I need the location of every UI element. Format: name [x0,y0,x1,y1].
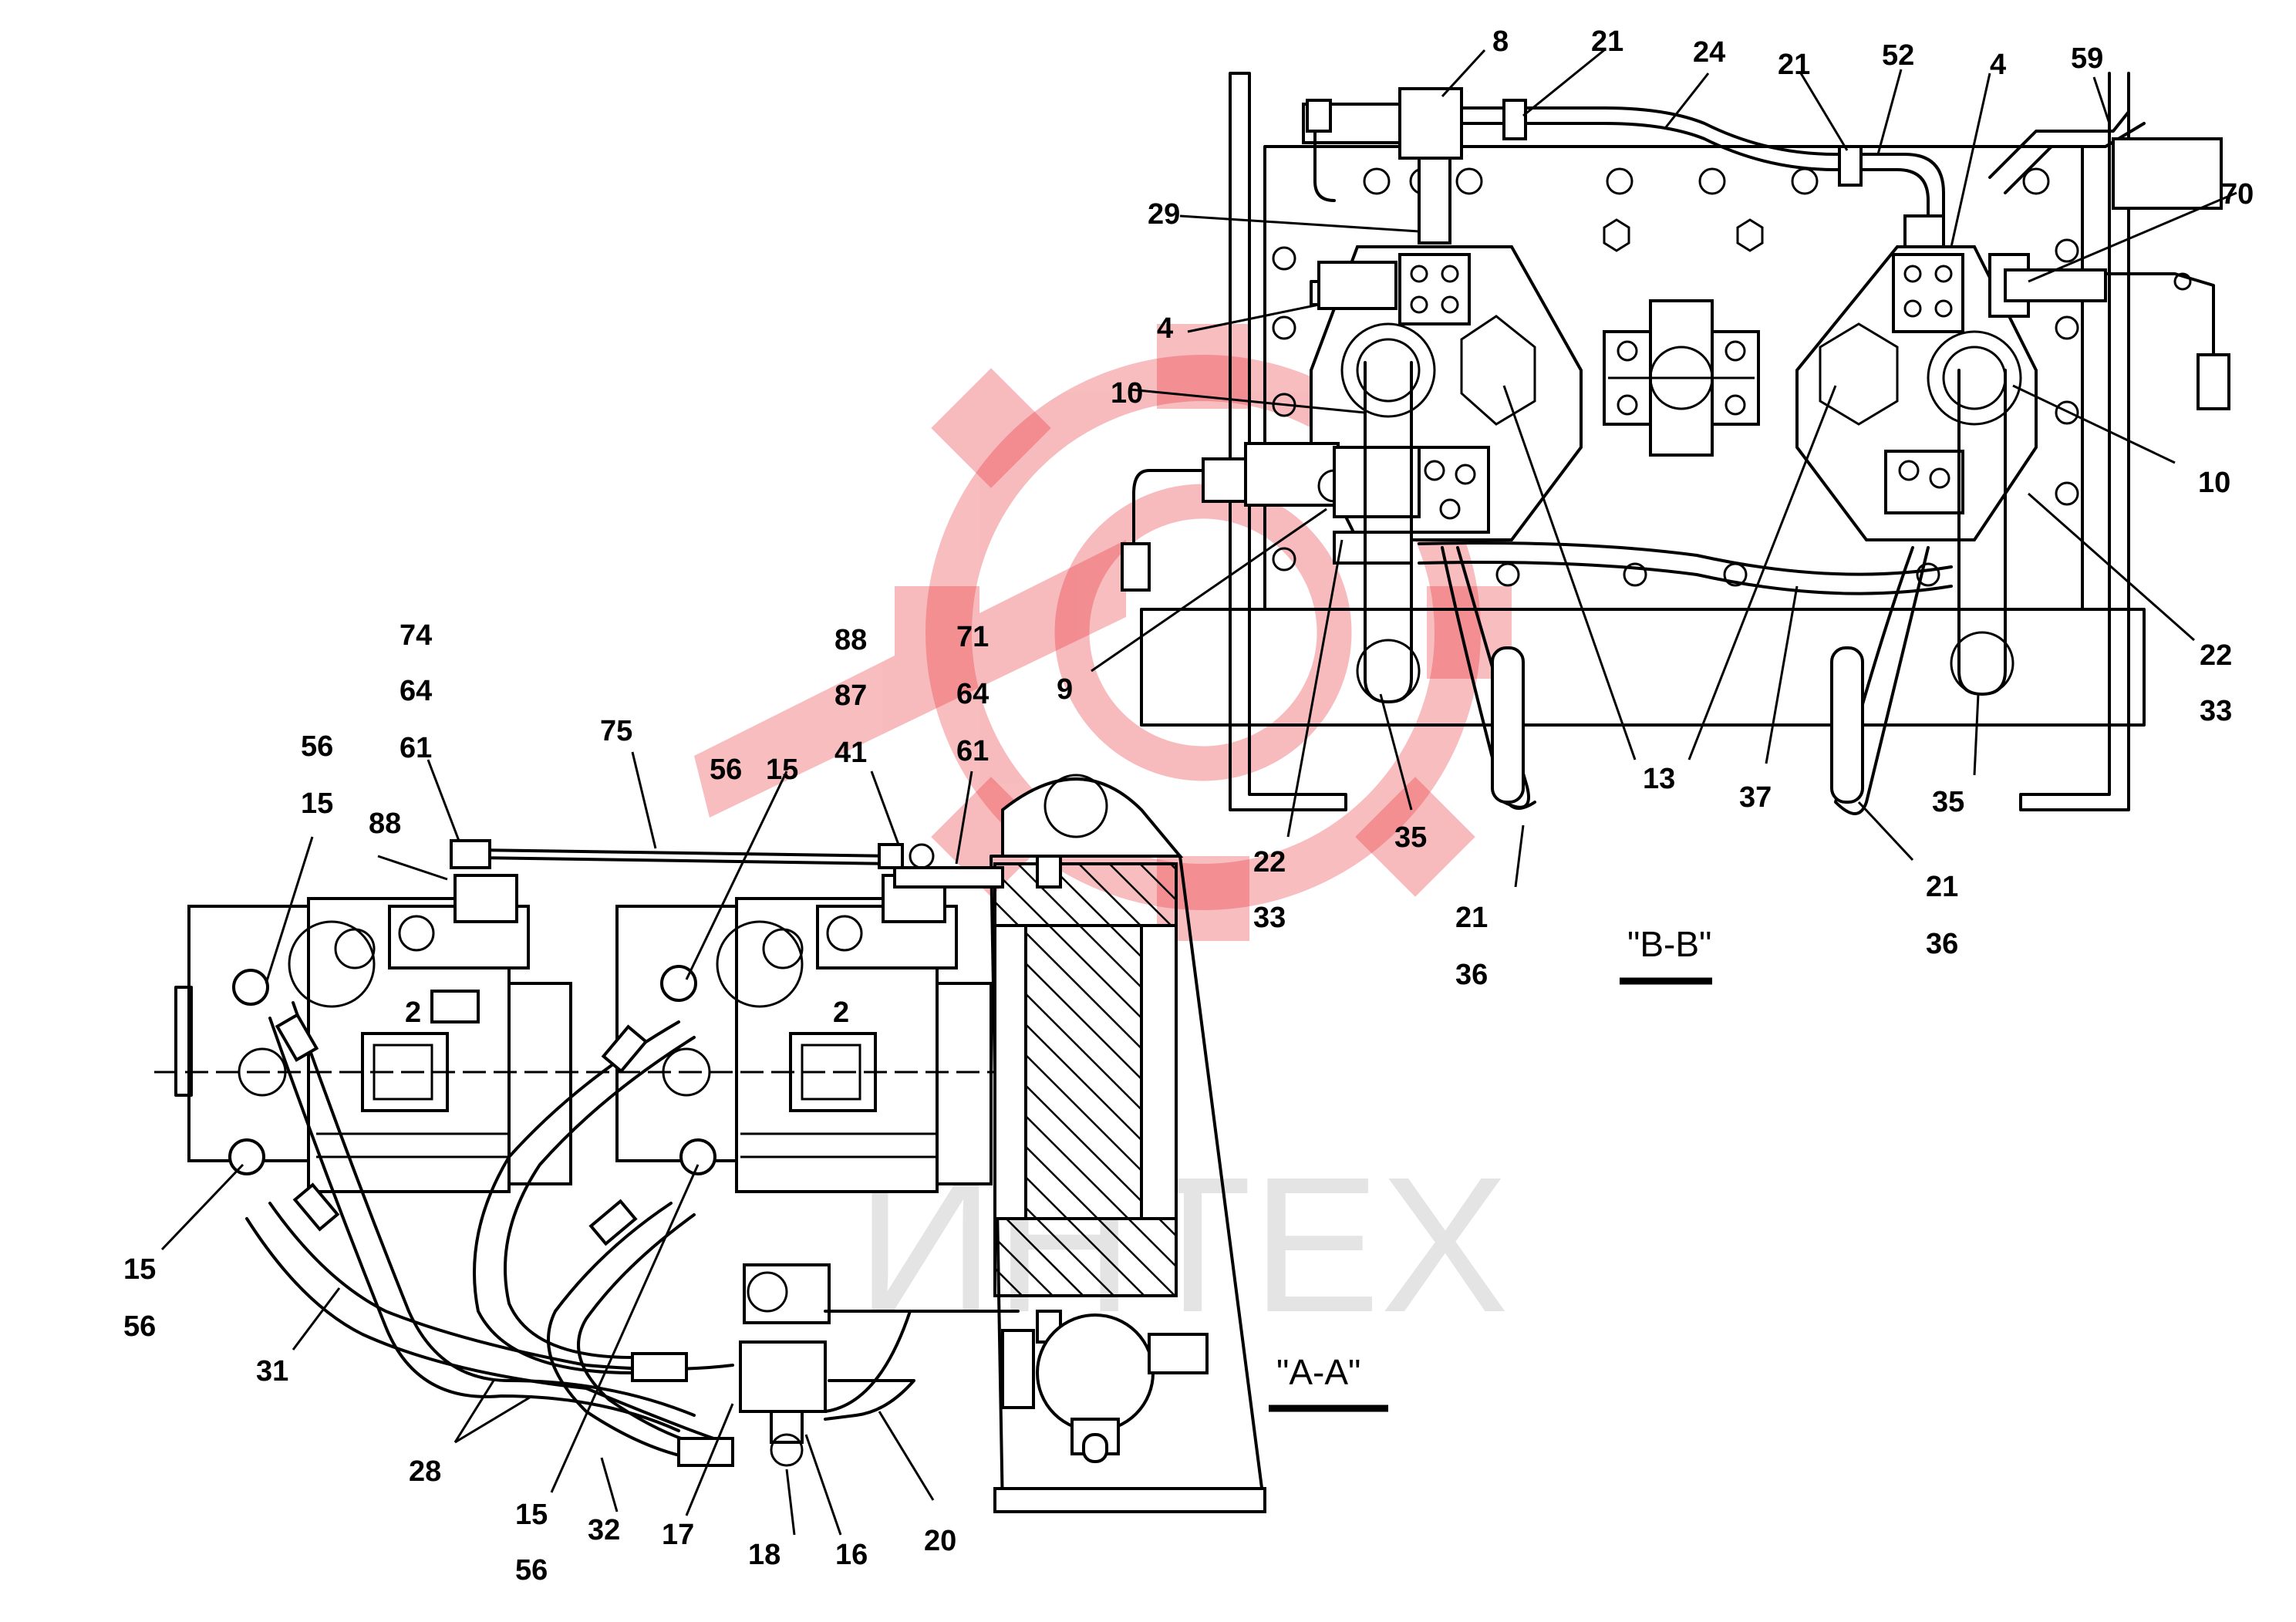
section-b-b-view: "B-B" [1091,49,2237,985]
elbow-fittings [228,965,716,1246]
callout-64: 64 [956,678,989,710]
pump-right: 2 [615,874,993,1193]
callout-15: 15 [515,1499,548,1531]
callout-74: 74 [400,619,432,652]
callout-88: 88 [369,808,401,840]
callout-4: 4 [1990,49,2006,81]
callout-71: 71 [956,621,989,653]
callout-36: 36 [1926,928,1958,960]
callout-56: 56 [301,730,333,763]
callout-15: 15 [123,1253,156,1286]
pump-right-mark: 2 [833,996,849,1029]
section-label-a-a: "A-A" [1276,1352,1360,1392]
callout-59: 59 [2071,42,2103,75]
callout-16: 16 [835,1539,868,1571]
leaders-b-b [1091,49,2237,888]
callout-8: 8 [1492,25,1509,58]
callout-22: 22 [1253,846,1286,878]
callout-33: 33 [2200,695,2232,727]
callout-21: 21 [1455,902,1488,934]
hoses [245,1001,734,1467]
callout-28: 28 [409,1455,441,1488]
callout-21: 21 [1926,871,1958,903]
callout-61: 61 [400,732,432,764]
callout-24: 24 [1693,36,1725,69]
callout-31: 31 [256,1355,288,1388]
callout-70: 70 [2221,178,2254,211]
callout-35: 35 [1394,821,1427,854]
leaders-a-a [160,751,973,1536]
pump-left-mark: 2 [405,996,421,1029]
callout-56: 56 [710,754,742,786]
callout-36: 36 [1455,959,1488,991]
callout-75: 75 [600,715,632,747]
filter-assembly [1001,1313,1209,1463]
callout-9: 9 [1057,673,1073,706]
callout-35: 35 [1932,786,1964,818]
callout-88: 88 [834,624,867,656]
section-a-a-view: 2 2 [154,751,1388,1536]
callout-21: 21 [1591,25,1623,58]
callout-33: 33 [1253,902,1286,934]
callout-13: 13 [1643,763,1675,795]
frame [1140,72,2146,811]
callout-61: 61 [956,735,989,767]
callout-18: 18 [748,1539,781,1571]
callout-56: 56 [123,1310,156,1343]
control-linkage [450,839,1004,889]
callout-15: 15 [766,754,798,786]
suction-tubes [1356,361,2014,815]
callout-4: 4 [1157,312,1173,345]
callout-56: 56 [515,1554,548,1587]
cardan-coupling [1603,299,1760,457]
callout-41: 41 [834,737,867,769]
pump-left: 2 [174,874,572,1193]
right-pump-flange [1795,245,2038,541]
callout-37: 37 [1739,781,1772,814]
callout-labels: 8 21 24 21 52 4 59 29 70 4 10 10 9 22 33… [123,25,2254,1587]
return-hose [1418,541,1953,595]
left-solenoid-connector [1121,442,1421,592]
support-bracket [990,774,1266,1513]
callout-21: 21 [1778,49,1810,81]
callout-32: 32 [588,1514,620,1546]
mounting-bolts [1272,167,2079,587]
section-label-b-b: "B-B" [1627,924,1711,964]
callout-15: 15 [301,787,333,820]
callout-10: 10 [1111,377,1143,410]
callout-20: 20 [924,1525,956,1557]
callout-52: 52 [1882,39,1914,72]
solenoid-valve [739,1263,1020,1467]
callout-64: 64 [400,675,432,707]
callout-29: 29 [1148,198,1180,231]
callout-17: 17 [662,1519,694,1551]
callout-22: 22 [2200,639,2232,672]
callout-87: 87 [834,679,867,712]
hex-nuts [1603,218,1764,252]
callout-10: 10 [2198,467,2230,499]
